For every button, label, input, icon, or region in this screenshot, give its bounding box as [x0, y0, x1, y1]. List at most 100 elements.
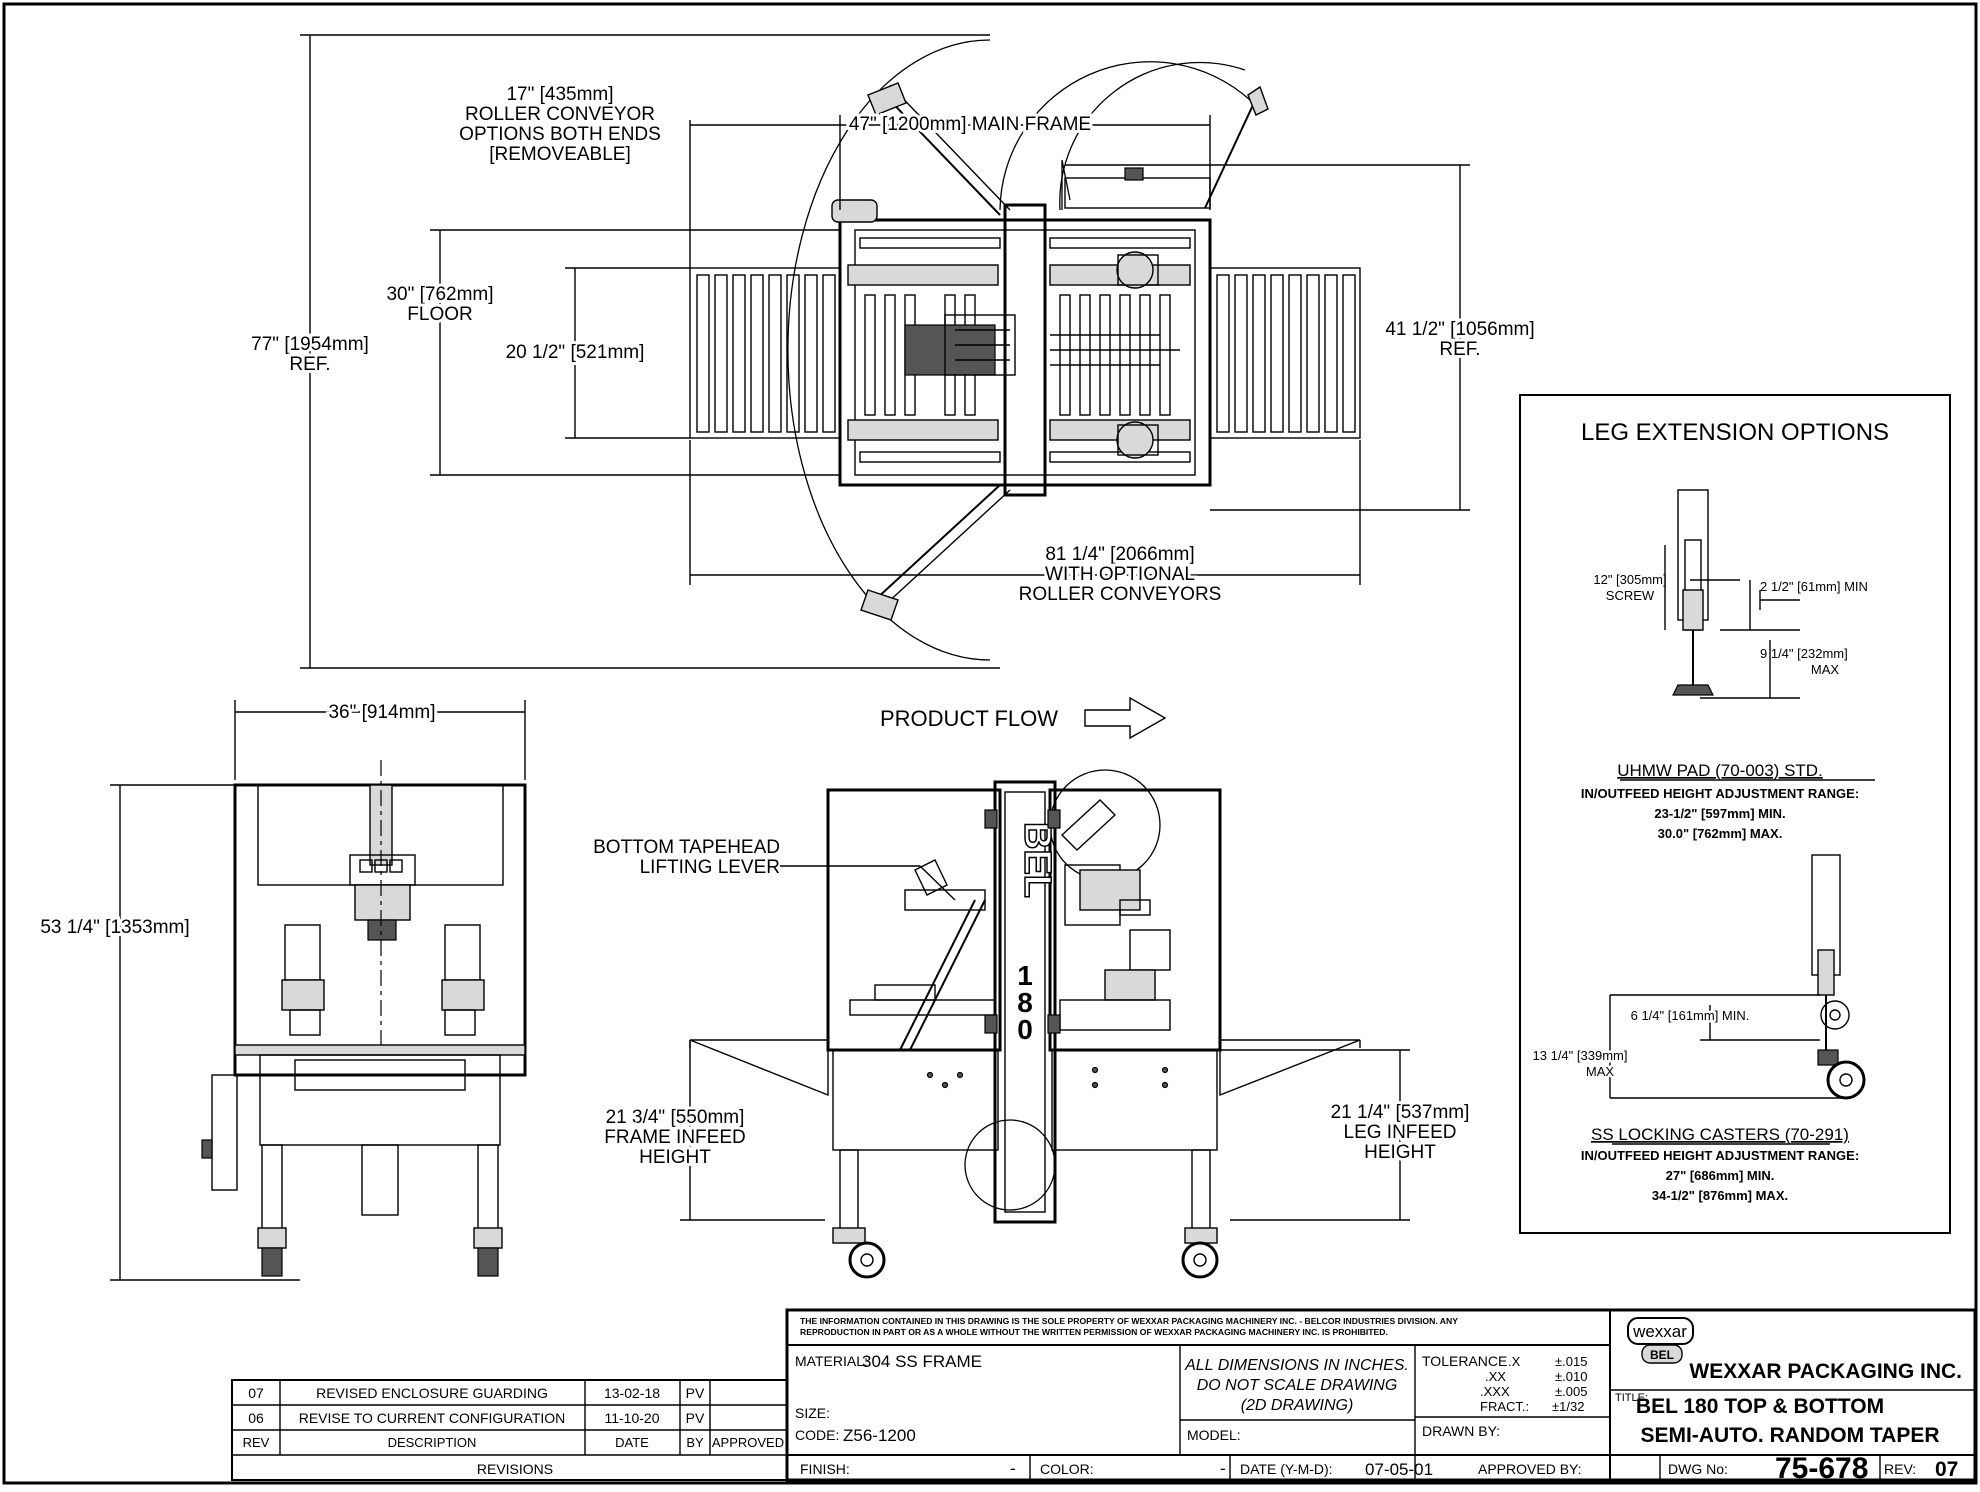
model-label: MODEL:	[1187, 1427, 1241, 1443]
revision-header-description: DESCRIPTION	[388, 1435, 477, 1450]
notice-line-1: THE INFORMATION CONTAINED IN THIS DRAWIN…	[800, 1316, 1458, 1326]
title-line-2: SEMI-AUTO. RANDOM TAPER	[1640, 1424, 1939, 1447]
uhmw-title: UHMW PAD (70-003) STD.	[1617, 761, 1823, 780]
caster-wheel-right	[1181, 1241, 1219, 1279]
tolerance-key-2: .XX	[1485, 1369, 1506, 1384]
roller-conveyor-label-1: 17" [435mm]	[506, 84, 613, 105]
inner-width-label: 20 1/2" [521mm]	[506, 342, 645, 363]
uhmw-line-3: 30.0" [762mm] MAX.	[1658, 826, 1783, 841]
frame-infeed-label-3: HEIGHT	[639, 1147, 711, 1168]
drive-motor-lower	[1116, 421, 1154, 459]
max-adjustment-label-1: 9 1/4" [232mm]	[1760, 646, 1848, 661]
caster-min-label: 6 1/4" [161mm] MIN.	[1631, 1008, 1750, 1023]
door-swing-arc-top-right	[999, 61, 1251, 211]
overall-length-label-3: ROLLER CONVEYORS	[1019, 584, 1222, 605]
logo-text-top: wexxar	[1632, 1322, 1687, 1341]
top-view-dimensions	[300, 34, 1470, 669]
revision-row: 07 REVISED ENCLOSURE GUARDING 13-02-18 P…	[248, 1385, 705, 1401]
roller-conveyor-label-3: OPTIONS BOTH ENDS	[459, 124, 661, 145]
column-brand-label: BEL	[1016, 822, 1058, 898]
main-frame-label: 47" [1200mm] MAIN FRAME	[849, 114, 1091, 135]
end-view-leg-right	[477, 1144, 499, 1231]
door-open-lower-left	[874, 484, 1001, 601]
roller-conveyor-infeed-rollers	[696, 274, 836, 433]
ref-width-label-2: REF.	[1439, 339, 1480, 360]
revision-header-approved: APPROVED	[712, 1435, 784, 1450]
leg-infeed-label-3: HEIGHT	[1364, 1142, 1436, 1163]
revision-rev: 06	[248, 1410, 264, 1426]
product-flow-indicator: PRODUCT FLOW	[880, 696, 1167, 740]
leg-options-title: LEG EXTENSION OPTIONS	[1581, 419, 1889, 446]
min-adjustment-label: 2 1/2" [61mm] MIN	[1760, 579, 1868, 594]
end-view-leg-left	[261, 1144, 283, 1231]
lever-label-1: BOTTOM TAPEHEAD	[593, 837, 780, 858]
caster-left	[261, 1247, 283, 1277]
finish-value: -	[1010, 1459, 1016, 1478]
revision-date: 11-10-20	[604, 1410, 659, 1426]
overall-height-label-1: 77" [1954mm]	[251, 334, 369, 355]
revisions-table: 07 REVISED ENCLOSURE GUARDING 13-02-18 P…	[231, 1379, 788, 1481]
tolerance-key-4: FRACT.:	[1480, 1399, 1529, 1414]
uhmw-line-2: 23-1/2" [597mm] MIN.	[1654, 806, 1785, 821]
tape-cover-top	[1064, 177, 1211, 209]
door-open-upper-right	[1204, 89, 1261, 209]
column-model-digit-3: 0	[1017, 1014, 1033, 1045]
drawn-by-label: DRAWN BY:	[1422, 1423, 1500, 1439]
caster-line-2: 27" [686mm] MIN.	[1666, 1168, 1775, 1183]
end-view-bed	[234, 1044, 526, 1056]
product-flow-arrow-icon	[1084, 696, 1167, 740]
code-value: Z56-1200	[843, 1426, 916, 1445]
center-column-top	[1003, 203, 1047, 497]
notice-line-2: REPRODUCTION IN PART OR AS A WHOLE WITHO…	[800, 1327, 1388, 1337]
door-swing-arc-right	[1059, 61, 1246, 211]
approved-by-label: APPROVED BY:	[1478, 1461, 1581, 1477]
caster-wheel-left	[848, 1241, 886, 1279]
revision-description: REVISE TO CURRENT CONFIGURATION	[299, 1410, 566, 1426]
door-swing-arc-left	[787, 39, 991, 661]
date-value: 07-05-01	[1365, 1460, 1433, 1479]
lever-bracket	[904, 889, 986, 911]
side-view-frame-right	[1048, 788, 1222, 1052]
dims-note-3: (2D DRAWING)	[1241, 1397, 1354, 1414]
overall-length-label-1: 81 1/4" [2066mm]	[1045, 544, 1194, 565]
lever-label-2: LIFTING LEVER	[640, 857, 780, 878]
screw-label-1: 12" [305mm]	[1593, 572, 1666, 587]
control-box	[211, 1074, 238, 1191]
tolerance-value-4: ±1/32	[1552, 1399, 1584, 1414]
end-view-width-label: 36" [914mm]	[328, 702, 435, 723]
tolerance-key-3: .XXX	[1480, 1384, 1510, 1399]
main-frame-top	[838, 218, 1212, 487]
revision-by: PV	[686, 1410, 705, 1426]
frame-infeed-label-2: FRAME INFEED	[604, 1127, 745, 1148]
caster-title: SS LOCKING CASTERS (70-291)	[1591, 1125, 1849, 1144]
roller-conveyor-label-4: [REMOVEABLE]	[489, 144, 631, 165]
overall-height-label-2: REF.	[289, 354, 330, 375]
infeed-table	[689, 1039, 829, 1097]
roller-conveyor-outfeed-rollers	[1216, 274, 1356, 433]
door-open-upper-left	[879, 89, 1001, 216]
side-view: BEL 1 8 0	[689, 769, 1361, 1279]
rev-value: 07	[1935, 1458, 1958, 1481]
size-label: SIZE:	[795, 1405, 830, 1421]
floor-label-2: FLOOR	[407, 304, 472, 325]
leg-infeed-label-1: 21 1/4" [537mm]	[1331, 1102, 1470, 1123]
tolerance-value-2: ±.010	[1555, 1369, 1587, 1384]
code-label: CODE:	[795, 1427, 839, 1443]
top-handle-left	[831, 199, 878, 223]
column-model-digit-1: 1	[1017, 960, 1033, 991]
floor-label-1: 30" [762mm]	[386, 284, 493, 305]
revisions-footer: REVISIONS	[477, 1461, 553, 1477]
revision-header-rev: REV	[243, 1435, 270, 1450]
caster-right	[477, 1247, 499, 1277]
tolerance-value-1: ±.015	[1555, 1354, 1587, 1369]
outfeed-table	[1219, 1039, 1361, 1097]
caster-line-3: 34-1/2" [876mm] MAX.	[1652, 1188, 1788, 1203]
date-label: DATE (Y-M-D):	[1240, 1461, 1333, 1477]
side-view-leg-right	[1191, 1149, 1211, 1231]
overall-length-label-2: WITH OPTIONAL	[1045, 564, 1195, 585]
tolerance-key-1: .X	[1508, 1354, 1521, 1369]
revision-by: PV	[686, 1385, 705, 1401]
uhmw-line-1: IN/OUTFEED HEIGHT ADJUSTMENT RANGE:	[1581, 786, 1859, 801]
